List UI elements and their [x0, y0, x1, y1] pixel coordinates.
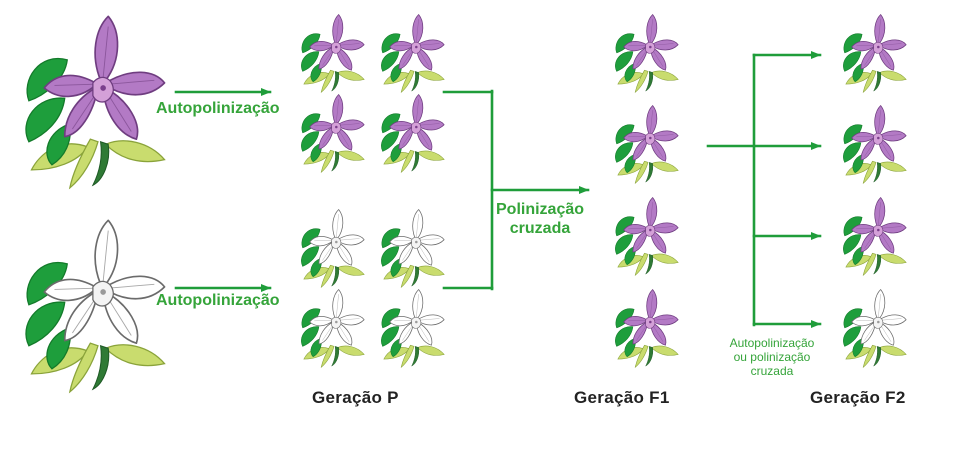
f2-pollination-note: Autopolinização ou polinização cruzada [704, 336, 840, 378]
autopollination-label-bottom: Autopolinização [156, 292, 280, 309]
parent-purple-flower [25, 15, 166, 190]
f1-generation-flower [615, 197, 679, 276]
f1-generation-flower [615, 289, 679, 368]
f1-generation-flower [615, 14, 679, 93]
f2-note-line1: Autopolinização [729, 336, 815, 350]
f1-generation-flower [615, 105, 679, 184]
p-generation-flower [301, 209, 365, 288]
generation-p-label: Geração P [312, 388, 399, 407]
f2-generation-flower [843, 105, 907, 184]
cross-pollination-label: Polinização cruzada [496, 200, 584, 238]
f2-note-line2: ou polinização [733, 350, 811, 364]
cross-pollination-line1: Polinização [496, 201, 585, 218]
p-generation-flower [301, 94, 365, 173]
parent-white-flower [25, 219, 166, 394]
p-generation-flower [301, 14, 365, 93]
f2-generation-flower [843, 289, 907, 368]
f2-generation-flower [843, 14, 907, 93]
flowers-layer [25, 14, 907, 394]
f2-generation-flower [843, 197, 907, 276]
arrows-layer [174, 51, 822, 328]
generation-f1-label: Geração F1 [574, 388, 670, 407]
p-generation-flower [301, 289, 365, 368]
p-generation-flower [381, 94, 445, 173]
generation-f2-label: Geração F2 [810, 388, 906, 407]
p-generation-flower [381, 289, 445, 368]
autopollination-label-top: Autopolinização [156, 100, 280, 117]
cross-pollination-line2: cruzada [509, 220, 571, 237]
p-generation-flower [381, 14, 445, 93]
f2-note-line3: cruzada [750, 364, 794, 378]
p-generation-flower [381, 209, 445, 288]
